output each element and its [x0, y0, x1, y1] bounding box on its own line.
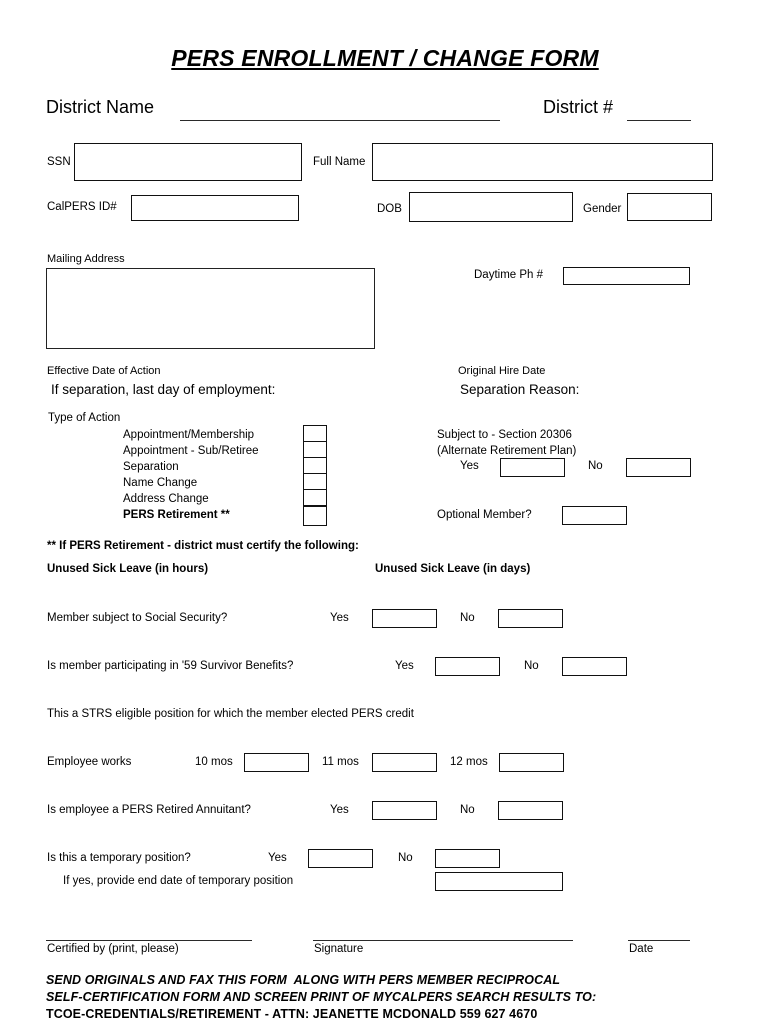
- district-number-label: District #: [543, 97, 614, 117]
- temporary-end-date-label: If yes, provide end date of temporary po…: [63, 875, 294, 887]
- effective-date-label: Effective Date of Action: [47, 365, 161, 377]
- survivor-yes-label: Yes: [395, 660, 414, 672]
- subject-no-input[interactable]: [626, 458, 691, 477]
- date-input[interactable]: [628, 940, 690, 941]
- district-name-input[interactable]: [180, 120, 500, 121]
- retired-annuitant-question: Is employee a PERS Retired Annuitant?: [47, 804, 251, 816]
- optional-member-label: Optional Member?: [437, 509, 532, 521]
- original-hire-date-label: Original Hire Date: [458, 365, 546, 377]
- retired-annuitant-yes-input[interactable]: [372, 801, 437, 820]
- strs-note: This a STRS eligible position for which …: [47, 708, 414, 720]
- dob-input[interactable]: [409, 192, 573, 222]
- months-option-input-12-mos[interactable]: [499, 753, 564, 772]
- survivor-question: Is member participating in '59 Survivor …: [47, 660, 294, 672]
- months-option-input-11-mos[interactable]: [372, 753, 437, 772]
- social-security-question: Member subject to Social Security?: [47, 612, 228, 624]
- type-of-action-item-label-0: Appointment/Membership: [123, 429, 255, 441]
- type-of-action-item-label-2: Separation: [123, 461, 179, 473]
- temporary-yes-input[interactable]: [308, 849, 373, 868]
- social-security-yes-input[interactable]: [372, 609, 437, 628]
- type-of-action-checkbox-separation[interactable]: [303, 457, 327, 474]
- temporary-end-date-input[interactable]: [435, 872, 563, 891]
- type-of-action-checkbox-address-change[interactable]: [303, 489, 327, 506]
- full-name-label: Full Name: [313, 156, 366, 168]
- employee-works-label: Employee works: [47, 756, 132, 768]
- optional-member-input[interactable]: [562, 506, 627, 525]
- date-label: Date: [629, 943, 654, 955]
- type-of-action-checkbox-appointment-sub-retiree[interactable]: [303, 441, 327, 458]
- type-of-action-checkbox-appointment-membership[interactable]: [303, 425, 327, 442]
- type-of-action-checkbox-pers-retirement[interactable]: [303, 506, 327, 526]
- separation-reason-label: Separation Reason:: [460, 382, 580, 397]
- retired-annuitant-no-input[interactable]: [498, 801, 563, 820]
- district-number-input[interactable]: [627, 120, 691, 121]
- daytime-phone-input[interactable]: [563, 267, 690, 285]
- ssn-input[interactable]: [74, 143, 302, 181]
- mailing-address-label: Mailing Address: [47, 253, 125, 265]
- temporary-no-input[interactable]: [435, 849, 500, 868]
- full-name-input[interactable]: [372, 143, 713, 181]
- calpers-id-input[interactable]: [131, 195, 299, 221]
- sick-leave-hours-label: Unused Sick Leave (in hours): [47, 563, 209, 575]
- ssn-label: SSN: [47, 156, 71, 168]
- type-of-action-item-label-3: Name Change: [123, 477, 198, 489]
- retired-annuitant-no-label: No: [460, 804, 475, 816]
- months-option-label-0: 10 mos: [195, 756, 233, 768]
- subject-to-section-line2: (Alternate Retirement Plan): [437, 445, 577, 457]
- page-title: PERS ENROLLMENT / CHANGE FORM: [171, 45, 599, 71]
- sick-leave-days-label: Unused Sick Leave (in days): [375, 563, 531, 575]
- months-option-label-2: 12 mos: [450, 756, 488, 768]
- footer-line-2: SELF-CERTIFICATION FORM AND SCREEN PRINT…: [46, 990, 597, 1004]
- months-option-label-1: 11 mos: [322, 756, 359, 768]
- mailing-address-input[interactable]: [46, 268, 375, 349]
- months-option-input-10-mos[interactable]: [244, 753, 309, 772]
- subject-yes-label: Yes: [460, 460, 479, 472]
- type-of-action-checkbox-name-change[interactable]: [303, 473, 327, 490]
- social-security-no-label: No: [460, 612, 475, 624]
- subject-to-section-line1: Subject to - Section 20306: [437, 429, 572, 441]
- footer-line-1: SEND ORIGINALS AND FAX THIS FORM ALONG W…: [46, 973, 561, 987]
- temporary-question: Is this a temporary position?: [47, 852, 191, 864]
- survivor-no-input[interactable]: [562, 657, 627, 676]
- certify-note: ** If PERS Retirement - district must ce…: [47, 540, 359, 552]
- calpers-id-label: CalPERS ID#: [47, 201, 117, 213]
- type-of-action-label: Type of Action: [48, 412, 121, 424]
- signature-label: Signature: [314, 943, 364, 955]
- certified-by-input[interactable]: [46, 940, 252, 941]
- certified-by-label: Certified by (print, please): [47, 943, 179, 955]
- gender-label: Gender: [583, 203, 622, 215]
- survivor-yes-input[interactable]: [435, 657, 500, 676]
- district-name-label: District Name: [46, 97, 155, 117]
- subject-yes-input[interactable]: [500, 458, 565, 477]
- type-of-action-item-label-4: Address Change: [123, 493, 209, 505]
- signature-input[interactable]: [313, 940, 573, 941]
- social-security-yes-label: Yes: [330, 612, 349, 624]
- retired-annuitant-yes-label: Yes: [330, 804, 349, 816]
- social-security-no-input[interactable]: [498, 609, 563, 628]
- daytime-phone-label: Daytime Ph #: [474, 269, 544, 281]
- type-of-action-item-label-1: Appointment - Sub/Retiree: [123, 445, 259, 457]
- dob-label: DOB: [377, 203, 402, 215]
- footer-line-3: TCOE-CREDENTIALS/RETIREMENT - ATTN: JEAN…: [46, 1007, 538, 1021]
- subject-no-label: No: [588, 460, 603, 472]
- type-of-action-item-label-5: PERS Retirement **: [123, 509, 230, 521]
- separation-last-day-label: If separation, last day of employment:: [51, 382, 276, 397]
- temporary-no-label: No: [398, 852, 413, 864]
- survivor-no-label: No: [524, 660, 539, 672]
- temporary-yes-label: Yes: [268, 852, 287, 864]
- gender-input[interactable]: [627, 193, 712, 221]
